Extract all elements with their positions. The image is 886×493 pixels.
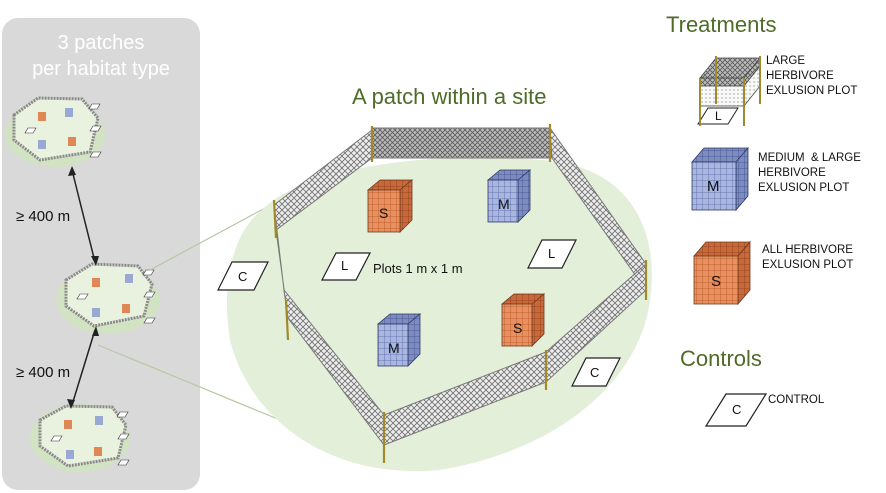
distance-arrow-bottom	[71, 329, 96, 406]
cage-letter-s-2: S	[513, 320, 523, 336]
distance-label-top: ≥ 400 m	[16, 208, 71, 225]
mini-patch-middle	[56, 262, 160, 334]
legend-medium-cage-icon	[691, 146, 749, 212]
legend-label-large-line1: LARGE	[766, 55, 805, 67]
cage-letter-m-1: M	[498, 196, 510, 212]
distance-label-bottom: ≥ 400 m	[16, 364, 71, 381]
legend-label-small: ALL HERBIVORE EXLUSION PLOT	[762, 243, 853, 273]
large-herbivore-plot-2	[527, 239, 577, 269]
patch-title: A patch within a site	[352, 84, 547, 109]
legend-large-cage-icon	[697, 56, 761, 126]
legend-label-large-line2: HERBIVORE	[766, 70, 834, 82]
legend-letter-l: L	[715, 109, 722, 123]
medium-herbivore-cage-2	[376, 313, 422, 367]
legend-label-small-line2: EXLUSION PLOT	[762, 259, 854, 271]
mini-patch-bottom	[30, 404, 130, 472]
legend-label-medium-line1: MEDIUM & LARGE	[758, 152, 861, 164]
controls-title: Controls	[680, 346, 762, 371]
zoom-line-top	[149, 199, 281, 271]
patch-ground	[226, 157, 652, 472]
cage-letter-s-1: S	[379, 205, 389, 221]
large-herbivore-plot-1	[321, 252, 371, 281]
plots-size-label: Plots 1 m x 1 m	[373, 261, 463, 276]
legend-label-large-line3: EXLUSION PLOT	[766, 85, 858, 97]
control-plot-2	[571, 357, 621, 387]
treatments-title: Treatments	[666, 12, 777, 37]
side-panel-title-line2: per habitat type	[32, 58, 170, 80]
cage-letter-m-2: M	[388, 340, 400, 356]
legend-small-cage-icon	[693, 240, 751, 306]
legend-label-medium-line2: HERBIVORE	[758, 167, 826, 179]
small-herbivore-cage-1	[366, 179, 414, 233]
side-panel-title: 3 patches per habitat type	[8, 30, 194, 82]
legend-label-medium: MEDIUM & LARGE HERBIVORE EXLUSION PLOT	[758, 151, 861, 196]
fence-posts	[272, 124, 648, 463]
legend-letter-m: M	[707, 178, 720, 195]
legend-label-small-line1: ALL HERBIVORE	[762, 244, 853, 256]
plot-letter-c-2: C	[590, 365, 600, 380]
control-plot-1	[217, 261, 269, 291]
plot-letter-c-1: C	[238, 269, 248, 284]
mini-patch-top	[5, 96, 105, 167]
legend-control-icon	[704, 393, 768, 427]
legend-letter-c: C	[732, 402, 742, 417]
plot-letter-l-2: L	[548, 246, 556, 261]
legend-label-large: LARGE HERBIVORE EXLUSION PLOT	[766, 54, 857, 99]
medium-herbivore-cage-1	[486, 169, 532, 223]
plot-letter-l-1: L	[341, 258, 349, 273]
small-herbivore-cage-2	[500, 293, 546, 347]
distance-arrow-top	[71, 169, 96, 263]
legend-label-medium-line3: EXLUSION PLOT	[758, 182, 850, 194]
side-panel-title-line1: 3 patches	[57, 32, 145, 54]
legend-label-control: CONTROL	[768, 394, 825, 406]
legend-letter-s: S	[711, 273, 722, 290]
